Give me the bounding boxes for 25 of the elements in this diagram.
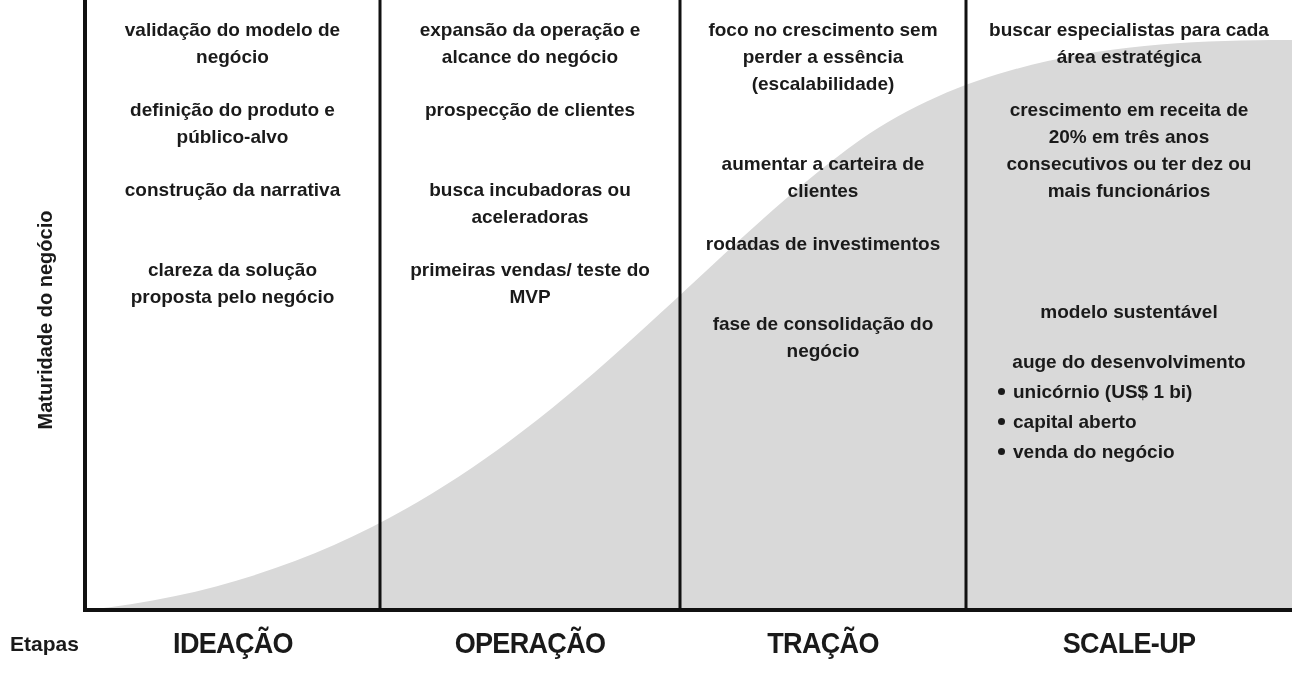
stage-characteristic: crescimento em receita de 20% em três anos consecutivos ou ter dez ou mais funcionários — [1005, 98, 1253, 203]
stage-name: IDEAÇÃO — [171, 625, 294, 661]
bullet-item: unicórnio (US$ 1 bi) — [1013, 380, 1193, 404]
stage-characteristic: prospecção de clientes — [423, 98, 637, 122]
stage-name: TRAÇÃO — [766, 625, 880, 661]
stage-characteristic: aumentar a carteira de clientes — [720, 152, 926, 203]
axis-title: Maturidade do negócio — [33, 210, 57, 430]
stage-characteristic: construção da narrativa — [123, 178, 342, 202]
stage-characteristic: buscar especialistas para cada área estratégica — [988, 18, 1270, 69]
stage-characteristic: foco no crescimento sem perder a essência (escalabilidade) — [707, 18, 939, 96]
stage-characteristic: rodadas de investimentos — [704, 232, 942, 256]
stage-characteristic: modelo sustentável — [1039, 300, 1219, 324]
bullet-item: capital aberto — [1013, 410, 1137, 434]
stage-characteristic: clareza da solução proposta pelo negócio — [129, 258, 336, 309]
stage-characteristic: fase de consolidação do negócio — [711, 312, 935, 363]
stage-name: OPERAÇÃO — [453, 625, 607, 661]
stage-characteristic: busca incubadoras ou aceleradoras — [428, 178, 632, 229]
stage-name: SCALE-UP — [1061, 625, 1197, 661]
stage-characteristic: expansão da operação e alcance do negócio — [418, 18, 642, 69]
axis-title: Etapas — [10, 631, 79, 657]
stage-characteristic: primeiras vendas/ teste do MVP — [409, 258, 651, 309]
stage-characteristic: definição do produto e público-alvo — [129, 98, 336, 149]
bullet-item: venda do negócio — [1013, 440, 1175, 464]
stage-characteristic: validação do modelo de negócio — [123, 18, 342, 69]
stage-characteristic: auge do desenvolvimento — [1011, 350, 1247, 374]
